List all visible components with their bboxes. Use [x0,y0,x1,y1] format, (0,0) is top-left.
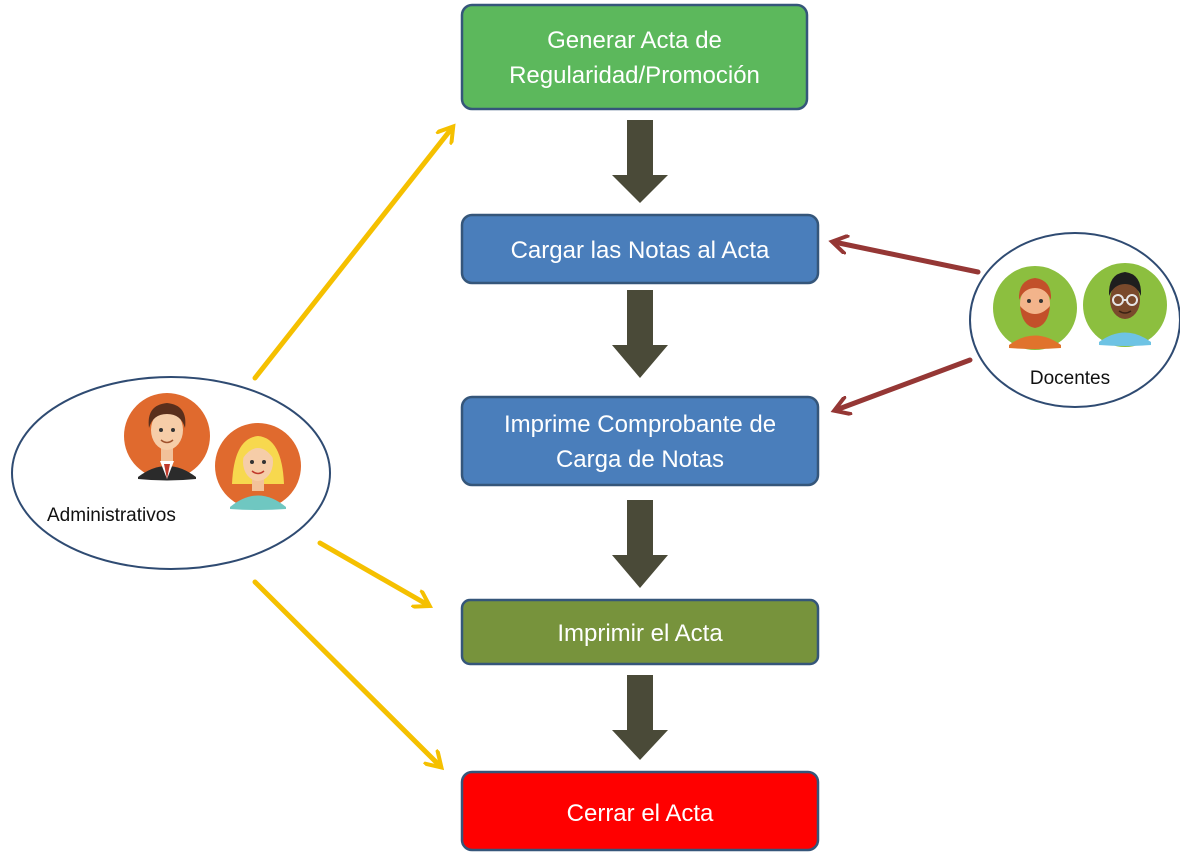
process-steps: Generar Acta de Regularidad/Promoción Ca… [460,3,820,852]
male-teacher-avatar-icon [993,266,1077,350]
step-comprobante-line-2: Carga de Notas [556,446,724,473]
docentes-arrow-to-comprobante [836,357,973,410]
admin-arrow-to-imprimir [317,540,428,605]
step-box-cargar [460,213,820,285]
flow-arrow-2 [612,290,668,378]
male-admin-avatar-icon [124,393,210,481]
step-box-generar [460,3,809,111]
administrativos-label: Administrativos [47,505,176,526]
step-generar-line-2: Regularidad/Promoción [509,62,760,89]
docentes-arrows [834,242,981,410]
flow-arrow-1 [612,120,668,203]
step-comprobante-line-1: Imprime Comprobante de [504,411,776,438]
docentes-label: Docentes [1030,368,1110,389]
step-cerrar-label: Cerrar el Acta [567,800,714,827]
admin-arrow-to-cerrar [252,579,440,766]
step-generar-line-1: Generar Acta de [547,27,722,54]
flow-arrows [612,120,668,760]
step-box-comprobante [460,395,820,487]
flow-arrow-3 [612,500,668,588]
administrativos-arrows [252,128,452,766]
teacher-with-glasses-avatar-icon [1083,263,1167,347]
docentes-arrow-to-cargar [834,242,981,275]
step-box-cerrar [460,770,820,852]
administrativos-actor: Administrativos [11,376,331,570]
step-imprimir-label: Imprimir el Acta [557,620,723,647]
flow-arrow-4 [612,675,668,760]
admin-arrow-to-generar [252,128,452,381]
step-box-imprimir [460,598,820,666]
step-cargar-label: Cargar las Notas al Acta [511,237,770,264]
docentes-actor: Docentes [969,232,1180,408]
female-admin-avatar-icon [215,423,301,510]
